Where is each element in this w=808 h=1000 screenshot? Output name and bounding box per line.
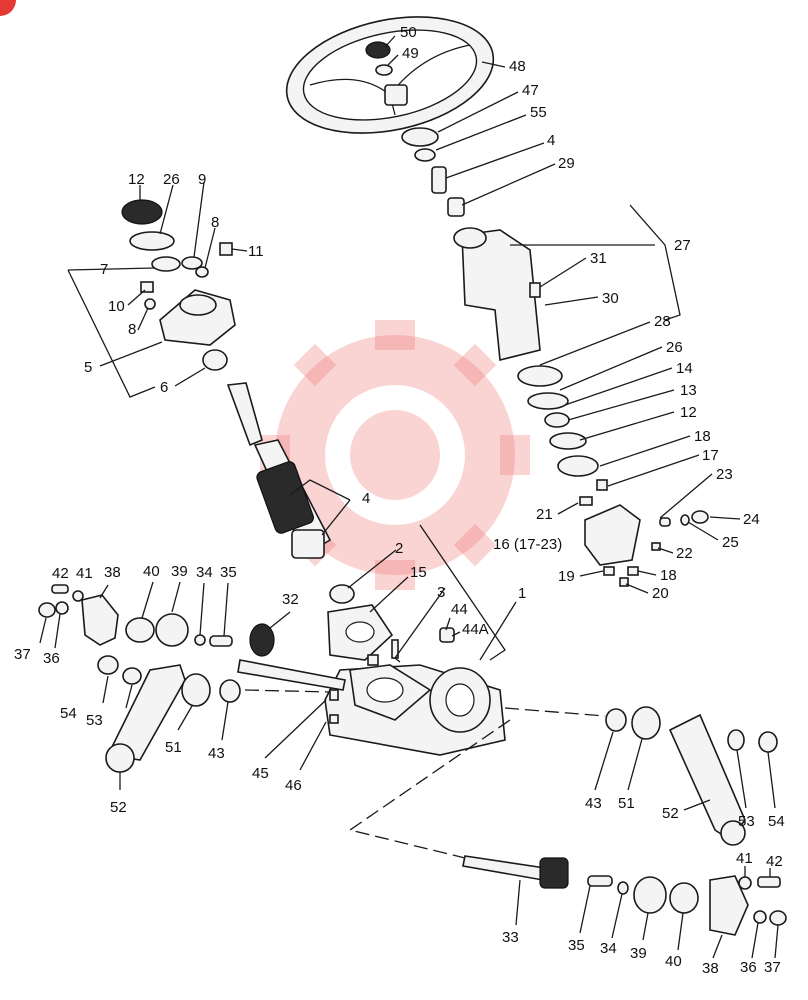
label-25: 25 <box>722 534 739 551</box>
label-3: 3 <box>437 584 445 601</box>
label-33: 33 <box>502 929 519 946</box>
label-22: 22 <box>676 545 693 562</box>
label-10: 10 <box>108 298 125 315</box>
label-42-left: 42 <box>52 565 69 582</box>
label-7: 7 <box>100 261 108 278</box>
label-12-left: 12 <box>128 171 145 188</box>
label-16: 16 (17-23) <box>493 536 562 553</box>
label-46: 46 <box>285 777 302 794</box>
label-26-left: 26 <box>163 171 180 188</box>
label-23: 23 <box>716 466 733 483</box>
label-8-upper: 8 <box>211 214 219 231</box>
label-29: 29 <box>558 155 575 172</box>
assembly-centerlines <box>244 689 606 859</box>
column-upper-parts <box>401 127 541 362</box>
label-40-right: 40 <box>665 953 682 970</box>
label-42-right: 42 <box>766 853 783 870</box>
part-labels: 50 49 48 47 55 4 29 27 31 30 28 26 14 13… <box>14 24 785 977</box>
right-side-parts <box>605 706 778 846</box>
label-12-right: 12 <box>680 404 697 421</box>
label-34-right: 34 <box>600 940 617 957</box>
gearbox-housing <box>324 584 506 756</box>
label-17: 17 <box>702 447 719 464</box>
label-14: 14 <box>676 360 693 377</box>
label-38-left: 38 <box>104 564 121 581</box>
label-4-lower: 4 <box>362 490 370 507</box>
label-52-right: 52 <box>662 805 679 822</box>
label-48: 48 <box>509 58 526 75</box>
sector-shaft-upper <box>194 623 346 691</box>
label-49: 49 <box>402 45 419 62</box>
label-2: 2 <box>395 540 403 557</box>
label-15: 15 <box>410 564 427 581</box>
label-9: 9 <box>198 171 206 188</box>
label-38-right: 38 <box>702 960 719 977</box>
label-11: 11 <box>248 243 264 260</box>
label-39-right: 39 <box>630 945 647 962</box>
steering-wheel <box>285 16 495 134</box>
label-34-left: 34 <box>196 564 213 581</box>
sector-shaft-lower <box>462 855 787 936</box>
label-54-left: 54 <box>60 705 77 722</box>
label-24: 24 <box>743 511 760 528</box>
label-20: 20 <box>652 585 669 602</box>
label-41-right: 41 <box>736 850 753 867</box>
label-54-right: 54 <box>768 813 785 830</box>
label-31: 31 <box>590 250 607 267</box>
label-13: 13 <box>680 382 697 399</box>
label-45: 45 <box>252 765 269 782</box>
label-1: 1 <box>518 585 526 602</box>
label-27: 27 <box>674 237 691 254</box>
label-53-right: 53 <box>738 813 755 830</box>
corner-badge <box>0 0 16 16</box>
left-side-parts <box>38 584 241 773</box>
label-51-left: 51 <box>165 739 182 756</box>
label-51-right: 51 <box>618 795 635 812</box>
leader-lines <box>39 35 779 959</box>
label-28: 28 <box>654 313 671 330</box>
label-5: 5 <box>84 359 92 376</box>
label-44: 44 <box>451 601 468 618</box>
label-35-left: 35 <box>220 564 237 581</box>
label-39-left: 39 <box>171 563 188 580</box>
label-43-left: 43 <box>208 745 225 762</box>
label-30: 30 <box>602 290 619 307</box>
label-40-left: 40 <box>143 563 160 580</box>
label-19: 19 <box>558 568 575 585</box>
label-21: 21 <box>536 506 553 523</box>
label-36-left: 36 <box>43 650 60 667</box>
label-44A: 44A <box>462 621 489 638</box>
label-43-right: 43 <box>585 795 602 812</box>
label-18-upper: 18 <box>694 428 711 445</box>
label-35-right: 35 <box>568 937 585 954</box>
label-26-right: 26 <box>666 339 683 356</box>
label-32: 32 <box>282 591 299 608</box>
label-55: 55 <box>530 104 547 121</box>
worm-shaft <box>226 382 332 559</box>
label-36-right: 36 <box>740 959 757 976</box>
label-37-right: 37 <box>764 959 781 976</box>
label-4-upper: 4 <box>547 132 555 149</box>
label-50: 50 <box>400 24 417 41</box>
label-8-lower: 8 <box>128 321 136 338</box>
label-6: 6 <box>160 379 168 396</box>
label-37-left: 37 <box>14 646 31 663</box>
label-41-left: 41 <box>76 565 93 582</box>
label-53-left: 53 <box>86 712 103 729</box>
label-18-lower: 18 <box>660 567 677 584</box>
label-52-left: 52 <box>110 799 127 816</box>
label-47: 47 <box>522 82 539 99</box>
